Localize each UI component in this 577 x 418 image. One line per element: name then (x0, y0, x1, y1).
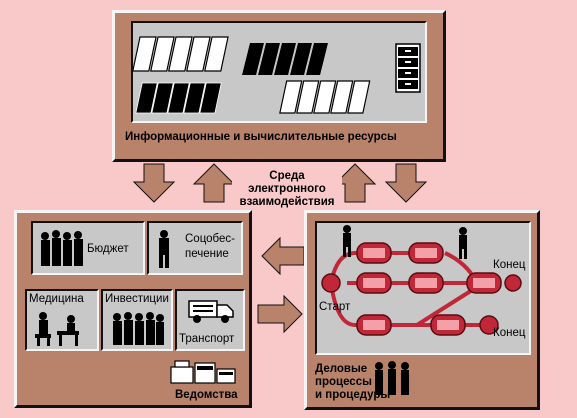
arrow-left (261, 236, 305, 276)
cell-social: Соцобес- печение (147, 221, 243, 275)
arrow-down-left (132, 163, 176, 203)
agencies-title: Ведомства (175, 389, 238, 401)
people-group-icon (113, 312, 164, 345)
cell-investments: Инвестиции (101, 289, 173, 351)
filing-cabinet-icon (395, 43, 421, 93)
arrow-right (257, 294, 303, 334)
office-equipment-icon (170, 360, 236, 384)
end-label-top: Конец (493, 259, 526, 271)
cell-transport: Транспорт (175, 289, 245, 351)
truck-icon (188, 300, 234, 323)
process-flow-diagram (321, 225, 522, 336)
resources-panel (131, 21, 427, 123)
agencies-frame: Бюджет Соцобес- печение Медицина Инвести… (14, 210, 252, 408)
processes-panel: Старт Конец Конец (315, 221, 531, 355)
processes-title-2: процессы (315, 376, 372, 388)
investments-label: Инвестиции (105, 293, 169, 305)
resources-frame: Информационные и вычислительные ресурсы (112, 10, 446, 162)
social-label-2: печение (185, 248, 229, 260)
transport-label: Транспорт (179, 333, 235, 345)
processes-title-1: Деловые (315, 363, 368, 375)
people-group-icon (41, 230, 83, 266)
environment-label: Среда электронного взаимодействия (232, 170, 342, 209)
person-icon (343, 225, 467, 259)
processes-title: Деловые процессы и процедуры (315, 363, 390, 402)
book-stack-icon (132, 36, 371, 114)
arrow-down-right (384, 163, 428, 203)
environment-line1: Среда (269, 170, 305, 182)
doctor-patient-icon (35, 312, 79, 346)
cell-budget: Бюджет (31, 221, 145, 275)
cell-medicine: Медицина (25, 289, 99, 351)
processes-frame: Старт Конец Конец Деловые процессы и про… (304, 210, 540, 410)
resources-title: Информационные и вычислительные ресурсы (125, 131, 397, 143)
end-label-bottom: Конец (493, 327, 526, 339)
person-icon (159, 230, 169, 268)
processes-title-3: и процедуры (315, 389, 391, 401)
arrow-up-left (192, 163, 236, 203)
social-label-1: Соцобес- (185, 233, 235, 245)
environment-line2: электронного (248, 183, 326, 195)
budget-label: Бюджет (87, 243, 129, 255)
start-label: Старт (319, 301, 351, 313)
environment-line3: взаимодействия (239, 196, 335, 208)
people-group-icon (375, 361, 409, 395)
medicine-label: Медицина (29, 293, 84, 305)
